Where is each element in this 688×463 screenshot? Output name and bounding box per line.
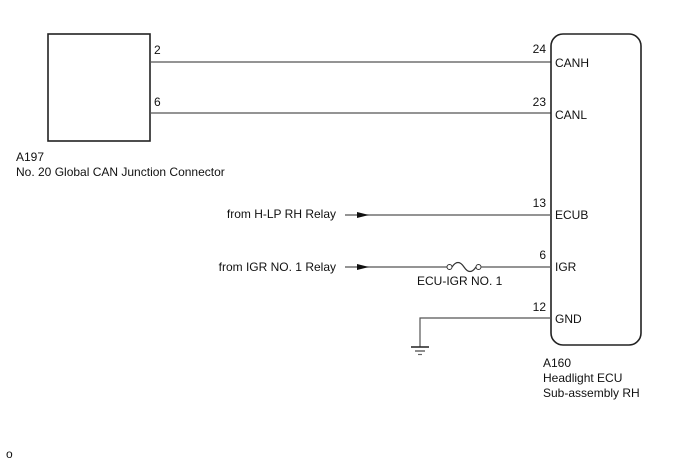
source-igr-relay-label: from IGR NO. 1 Relay bbox=[219, 260, 336, 274]
ecu-signal-canh: CANH bbox=[555, 56, 589, 70]
ecu-signal-igr: IGR bbox=[555, 260, 577, 274]
connector-a197-name: No. 20 Global CAN Junction Connector bbox=[16, 165, 225, 179]
arrow-icon bbox=[357, 264, 369, 270]
ecu-pin-24: 24 bbox=[533, 42, 547, 56]
ecu-a160-box bbox=[550, 33, 642, 346]
ecu-signal-canl: CANL bbox=[555, 108, 587, 122]
ecu-signal-ecub: ECUB bbox=[555, 208, 588, 222]
ecu-pin-13: 13 bbox=[533, 196, 547, 210]
arrow-icon bbox=[357, 212, 369, 218]
ecu-pin-23: 23 bbox=[533, 95, 547, 109]
ecu-a160-name-line2: Sub-assembly RH bbox=[543, 386, 640, 400]
source-hlp-relay-label: from H-LP RH Relay bbox=[227, 207, 336, 221]
connector-a197-box bbox=[47, 33, 151, 142]
connector-a197-code: A197 bbox=[16, 150, 44, 164]
ground-icon bbox=[411, 346, 429, 356]
fuse-icon bbox=[446, 261, 482, 273]
ecu-signal-gnd: GND bbox=[555, 312, 582, 326]
ecu-pin-12: 12 bbox=[533, 300, 547, 314]
a197-pin-2: 2 bbox=[154, 43, 161, 57]
ecu-a160-name-line1: Headlight ECU bbox=[543, 371, 622, 385]
fuse-label: ECU-IGR NO. 1 bbox=[417, 274, 503, 288]
ecu-pin-6: 6 bbox=[539, 248, 546, 262]
ecu-a160-code: A160 bbox=[543, 356, 571, 370]
a197-pin-6: 6 bbox=[154, 95, 161, 109]
footer-mark: o bbox=[6, 447, 13, 461]
wire-gnd bbox=[419, 317, 551, 347]
